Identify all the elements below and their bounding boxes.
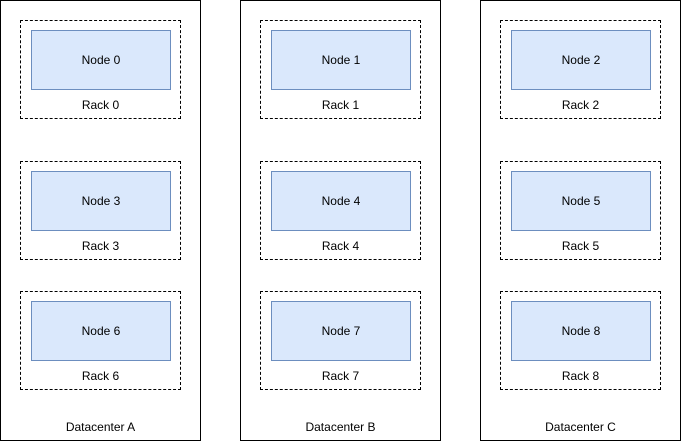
rack-box: Node 6 Rack 6 xyxy=(20,291,181,390)
node-box: Node 0 xyxy=(31,30,171,90)
rack-box: Node 4 Rack 4 xyxy=(260,161,421,260)
rack-label: Rack 6 xyxy=(81,369,120,383)
node-label: Node 3 xyxy=(81,193,121,208)
datacenter-box-a: Node 0 Rack 0 Node 3 Rack 3 Node 6 Rack … xyxy=(0,0,201,441)
node-box: Node 2 xyxy=(511,30,651,90)
rack-box: Node 7 Rack 7 xyxy=(260,291,421,390)
datacenter-box-b: Node 1 Rack 1 Node 4 Rack 4 Node 7 Rack … xyxy=(240,0,441,441)
node-box: Node 8 xyxy=(511,301,651,361)
node-box: Node 1 xyxy=(271,30,411,90)
rack-box: Node 0 Rack 0 xyxy=(20,20,181,119)
node-label: Node 6 xyxy=(81,323,121,338)
node-box: Node 3 xyxy=(31,171,171,231)
node-box: Node 4 xyxy=(271,171,411,231)
node-label: Node 5 xyxy=(561,193,601,208)
node-box: Node 7 xyxy=(271,301,411,361)
rack-label: Rack 5 xyxy=(561,239,600,253)
rack-box: Node 2 Rack 2 xyxy=(500,20,661,119)
datacenter-box-c: Node 2 Rack 2 Node 5 Rack 5 Node 8 Rack … xyxy=(480,0,681,441)
rack-label: Rack 1 xyxy=(321,98,360,112)
node-box: Node 5 xyxy=(511,171,651,231)
datacenter-label: Datacenter C xyxy=(545,420,616,434)
node-label: Node 8 xyxy=(561,323,601,338)
rack-label: Rack 2 xyxy=(561,98,600,112)
node-label: Node 2 xyxy=(561,52,601,67)
rack-label: Rack 0 xyxy=(81,98,120,112)
rack-box: Node 1 Rack 1 xyxy=(260,20,421,119)
rack-box: Node 3 Rack 3 xyxy=(20,161,181,260)
rack-label: Rack 7 xyxy=(321,369,360,383)
rack-label: Rack 8 xyxy=(561,369,600,383)
node-label: Node 7 xyxy=(321,323,361,338)
node-label: Node 4 xyxy=(321,193,361,208)
rack-label: Rack 3 xyxy=(81,239,120,253)
rack-label: Rack 4 xyxy=(321,239,360,253)
rack-box: Node 8 Rack 8 xyxy=(500,291,661,390)
node-box: Node 6 xyxy=(31,301,171,361)
node-label: Node 1 xyxy=(321,52,361,67)
rack-box: Node 5 Rack 5 xyxy=(500,161,661,260)
datacenter-label: Datacenter A xyxy=(65,420,136,434)
datacenter-label: Datacenter B xyxy=(305,420,376,434)
node-label: Node 0 xyxy=(81,52,121,67)
